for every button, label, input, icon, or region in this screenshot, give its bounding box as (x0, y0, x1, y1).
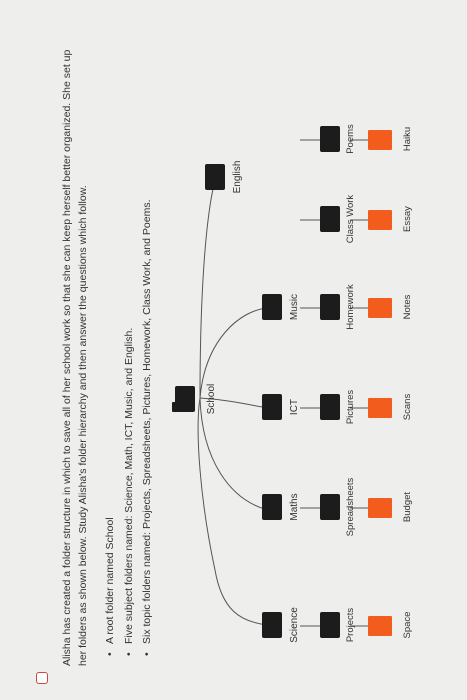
file-icon (368, 298, 392, 318)
file-icon (368, 398, 392, 418)
file-icon (368, 130, 392, 150)
file-icon (368, 616, 392, 636)
topic-label: Class Work (345, 195, 356, 244)
topic-label: Spreadsheets (345, 477, 356, 536)
folder-icon (262, 494, 282, 520)
subject-label: English (232, 161, 243, 194)
subject-label: ICT (289, 399, 300, 415)
question-checkbox[interactable] (36, 672, 48, 684)
file-label: Budget (402, 492, 413, 522)
folder-icon (320, 612, 340, 638)
folder-icon (320, 394, 340, 420)
folder-icon (320, 206, 340, 232)
topic-label: Homework (345, 284, 356, 330)
folder-icon (262, 294, 282, 320)
folder-icon (320, 126, 340, 152)
file-label: Haiku (402, 127, 413, 151)
topic-label: Poems (345, 124, 356, 154)
subject-label: Music (289, 294, 300, 320)
root-folder-label: School (206, 384, 217, 415)
connectors (197, 139, 368, 627)
subject-label: Maths (289, 493, 300, 520)
file-label: Space (402, 612, 413, 639)
file-label: Notes (402, 294, 413, 319)
folder-icon (262, 394, 282, 420)
folder-icon (262, 612, 282, 638)
folder-icon (320, 494, 340, 520)
topic-label: Projects (345, 608, 356, 643)
subject-label: Science (289, 607, 300, 643)
file-label: Scans (402, 394, 413, 421)
folder-icon (320, 294, 340, 320)
file-icon (368, 498, 392, 518)
file-label: Essay (402, 206, 413, 232)
folder-icon (172, 386, 195, 412)
file-icon (368, 210, 392, 230)
folder-icon (205, 164, 225, 190)
topic-label: Pictures (345, 390, 356, 425)
